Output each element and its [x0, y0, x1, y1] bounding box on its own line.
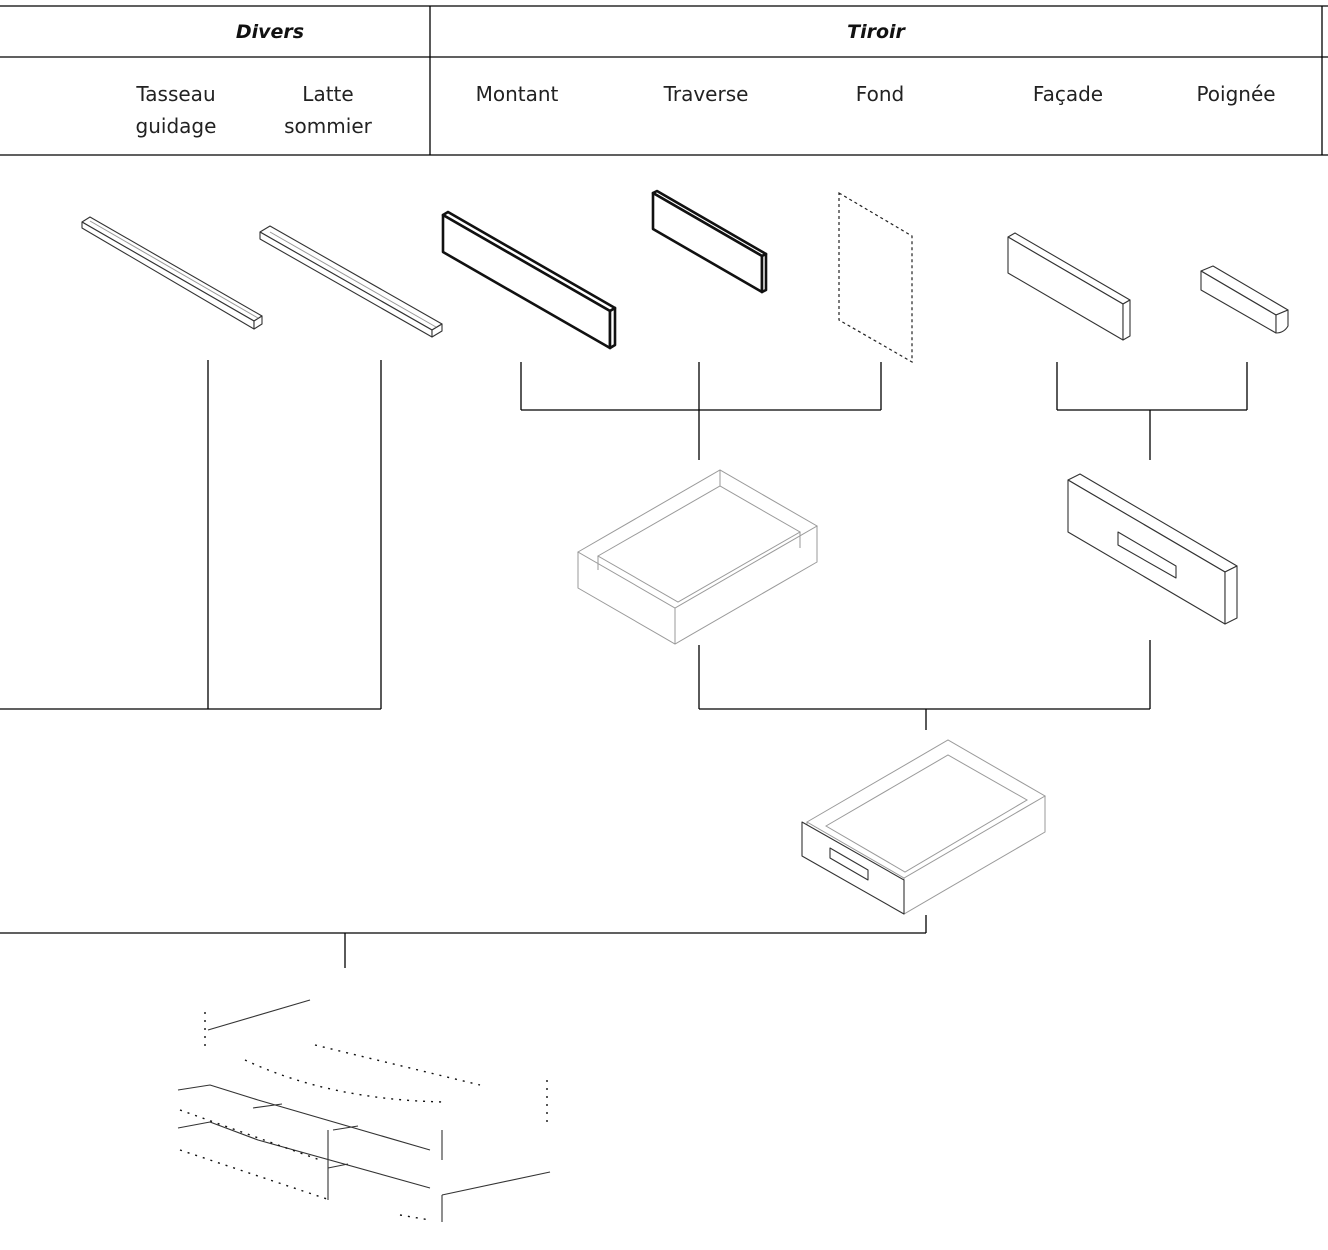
handle-icon: [1200, 265, 1289, 334]
column-label-tasseau-2: guidage: [136, 114, 217, 138]
panel-icon: [1007, 232, 1131, 341]
header-table: Divers Tiroir Tasseau guidage Latte somm…: [0, 5, 1328, 156]
slat-icon: [259, 225, 443, 338]
panel-thick-icon: [441, 210, 617, 350]
column-label-tasseau: Tasseau: [135, 82, 215, 106]
column-label-traverse: Traverse: [663, 82, 749, 106]
group-title-divers: Divers: [236, 21, 304, 43]
column-label-latte: Latte: [302, 82, 353, 106]
panel-thick-icon: [651, 189, 768, 294]
thin-sheet-icon: [838, 191, 913, 364]
group-title-tiroir: Tiroir: [847, 21, 906, 43]
open-box-icon: [577, 469, 818, 645]
column-label-montant: Montant: [476, 82, 559, 106]
column-label-latte-2: sommier: [284, 114, 372, 138]
column-label-facade: Façade: [1033, 82, 1103, 106]
slat-icon: [81, 216, 263, 330]
bed-frame-icon: [177, 999, 551, 1222]
drawer-icon: [801, 739, 1046, 915]
front-panel-icon: [1067, 473, 1238, 625]
tree-connectors: [0, 360, 1248, 968]
column-label-fond: Fond: [856, 82, 904, 106]
column-label-poignee: Poignée: [1196, 82, 1275, 106]
